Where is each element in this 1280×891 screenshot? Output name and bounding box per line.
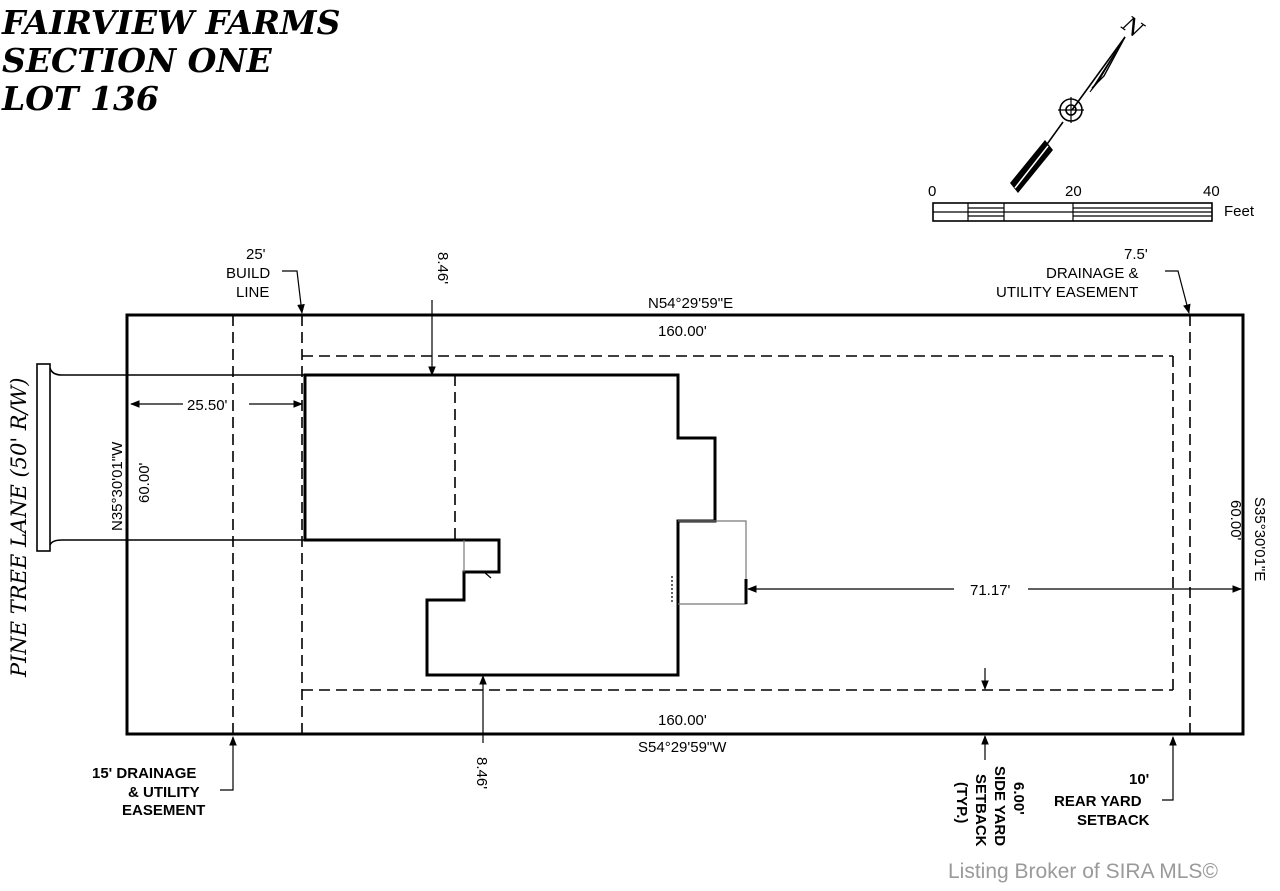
rear-setback-callout: 10' REAR YARD SETBACK: [1054, 736, 1177, 829]
front-setback-value: 25.50': [187, 397, 228, 414]
rear-setback-text-2: REAR YARD: [1054, 793, 1142, 810]
rear-setback-text-1: 10': [1129, 771, 1149, 788]
bottom-setback-dimension: 8.46': [473, 675, 490, 789]
rear-value: 71.17': [970, 582, 1011, 599]
north-bearing: N54°29'59"E: [648, 295, 733, 312]
scale-unit: Feet: [1224, 203, 1255, 220]
south-distance: 160.00': [658, 712, 707, 729]
drainage-rear-text-1: 7.5': [1124, 246, 1148, 263]
drainage-rear-callout: 7.5' DRAINAGE & UTILITY EASEMENT: [996, 246, 1191, 314]
drainage-front-text-3: EASEMENT: [122, 802, 205, 819]
side-setback-text-4: (TYP.): [953, 782, 970, 823]
bottom-setback-value: 8.46': [473, 757, 490, 789]
build-line-text-3: LINE: [236, 284, 269, 301]
section-name: SECTION ONE: [2, 41, 273, 80]
east-bearing: S35°30'01"E: [1251, 497, 1268, 581]
subdivision-name: FAIRVIEW FARMS: [1, 3, 340, 42]
scale-tick-0: 0: [928, 183, 936, 200]
side-setback-text-3: SETBACK: [972, 774, 989, 847]
drainage-front-text-2: & UTILITY: [128, 784, 200, 801]
scale-tick-40: 40: [1203, 183, 1220, 200]
west-distance: 60.00': [136, 462, 153, 503]
road-curb: [36, 363, 51, 552]
rear-dimension: 71.17': [747, 582, 1242, 599]
north-letter: N: [1116, 11, 1148, 44]
build-line-text-2: BUILD: [226, 265, 270, 282]
south-bearing: S54°29'59"W: [638, 739, 727, 756]
drainage-rear-text-2: DRAINAGE &: [1046, 265, 1139, 282]
build-line-callout: 25' BUILD LINE: [226, 246, 305, 314]
drainage-front-text-1: 15' DRAINAGE: [92, 765, 196, 782]
east-distance: 60.00': [1227, 500, 1244, 541]
build-line-text-1: 25': [246, 246, 266, 263]
top-setback-dimension: 8.46': [428, 252, 451, 376]
top-setback-value: 8.46': [434, 252, 451, 284]
lot-number: LOT 136: [1, 79, 159, 118]
road-label: PINE TREE LANE (50' R/W): [7, 378, 31, 678]
lot-boundary: [125, 313, 1245, 736]
scale-tick-20: 20: [1065, 183, 1082, 200]
house-footprint: [303, 373, 748, 677]
title-block: FAIRVIEW FARMS SECTION ONE LOT 136: [1, 3, 340, 118]
side-setback-text-2: SIDE YARD: [991, 766, 1008, 846]
west-bearing: N35°30'01"W: [109, 441, 126, 531]
road: PINE TREE LANE (50' R/W): [7, 363, 305, 678]
watermark: Listing Broker of SIRA MLS©: [948, 860, 1218, 883]
north-distance: 160.00': [658, 323, 707, 340]
drainage-rear-text-3: UTILITY EASEMENT: [996, 284, 1138, 301]
side-setback-text-1: 6.00': [1010, 782, 1027, 815]
north-arrow-icon: N: [1010, 11, 1148, 193]
front-setback-dimension: 25.50': [130, 397, 303, 414]
scale-bar: 0 20 40 Feet: [928, 183, 1255, 222]
side-setback-callout: 6.00' SIDE YARD SETBACK (TYP.): [953, 668, 1027, 847]
rear-setback-text-3: SETBACK: [1077, 812, 1150, 829]
drainage-front-callout: 15' DRAINAGE & UTILITY EASEMENT: [92, 736, 237, 819]
